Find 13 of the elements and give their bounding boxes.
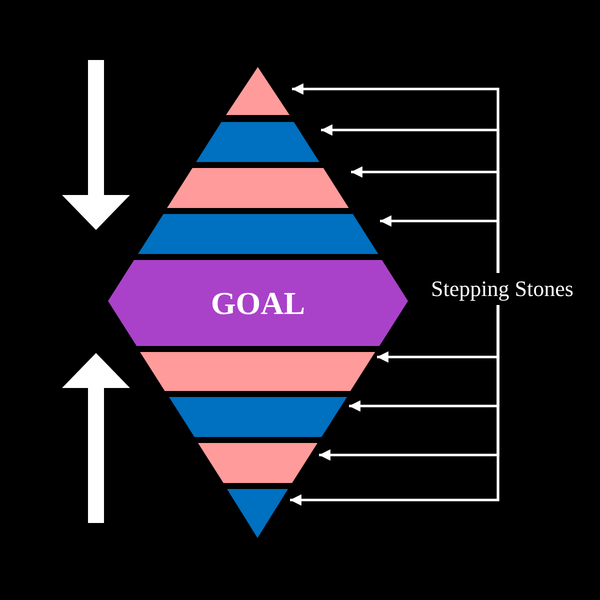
tier-segment [138,214,378,254]
arrow [380,215,500,273]
tier-segment [167,168,349,208]
tier-segment [169,397,347,437]
tier-segment [198,443,318,483]
arrow [290,305,500,506]
goal-segment [108,260,408,346]
callout-label: Stepping Stones [431,273,574,305]
tip-segment [227,489,288,538]
tier-segment [196,122,320,162]
tip-segment [226,67,290,115]
tier-segment [140,352,376,391]
goal-label: GOAL [210,284,306,322]
